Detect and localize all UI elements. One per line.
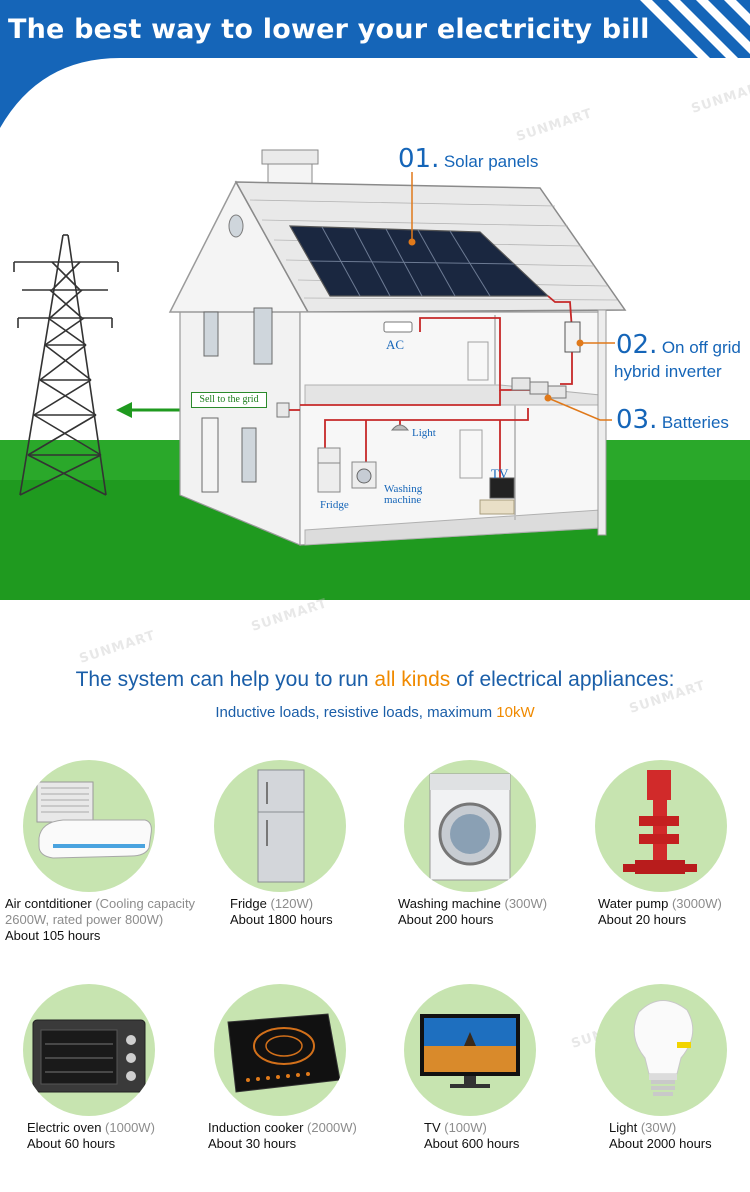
appliance-hours: About 105 hours (5, 928, 101, 943)
electric-oven-image (23, 984, 155, 1116)
appliance-electric-oven: Electric oven (1000W) About 60 hours (27, 1120, 197, 1152)
sell-to-grid-label: Sell to the grid (191, 392, 267, 408)
appliance-name: Water pump (598, 896, 669, 911)
appliance-name: Light (609, 1120, 638, 1135)
water-pump-icon (623, 770, 697, 874)
callout-inverter: 02. On off grid (616, 330, 741, 360)
label-fridge: Fridge (320, 499, 349, 511)
appliance-power: (2000W) (307, 1120, 357, 1135)
headline-accent: all kinds (374, 668, 451, 691)
appliance-hours: About 30 hours (208, 1136, 297, 1151)
electric-oven-icon (32, 1019, 146, 1093)
appliance-light: Light (30W) About 2000 hours (609, 1120, 749, 1152)
fridge-icon (257, 769, 305, 883)
solar-system-illustration (0, 0, 750, 600)
transmission-tower (13, 234, 119, 496)
appliance-power: (100W) (444, 1120, 487, 1135)
appliance-hours: About 600 hours (424, 1136, 520, 1151)
appliance-hours: About 20 hours (598, 912, 687, 927)
appliance-induction-cooker: Induction cooker (2000W) About 30 hours (208, 1120, 388, 1152)
appliance-name: Washing machine (398, 896, 501, 911)
subheadline: Inductive loads, resistive loads, maximu… (0, 704, 750, 721)
label-ac: AC (386, 337, 405, 352)
tv-icon (420, 1014, 520, 1088)
callout-solar-panels: 01. Solar panels (398, 144, 538, 174)
appliance-tv: TV (100W) About 600 hours (424, 1120, 574, 1152)
callout-inverter-line2: hybrid inverter (614, 362, 722, 381)
house (168, 149, 627, 546)
appliance-power: (30W) (640, 1120, 677, 1135)
appliance-power: (3000W) (671, 896, 722, 911)
appliance-hours: About 200 hours (398, 912, 494, 927)
appliance-water-pump: Water pump (3000W) About 20 hours (598, 896, 748, 928)
label-washing: Washing (384, 483, 423, 495)
appliance-hours: About 60 hours (27, 1136, 116, 1151)
callout-number: 03. (616, 405, 658, 435)
callout-text: Solar panels (443, 152, 539, 171)
page-title: The best way to lower your electricity b… (8, 14, 650, 45)
headline-text: The system can help you to run (75, 668, 375, 691)
subheadline-accent: 10kW (496, 704, 535, 721)
appliance-name: Fridge (230, 896, 267, 911)
appliance-name: Air contditioner (5, 896, 92, 911)
label-tv: TV (491, 466, 509, 481)
washing-machine-image (404, 760, 536, 892)
watermark: SUNMART (77, 628, 158, 667)
air-conditioner-image (23, 760, 155, 892)
induction-cooker-image (214, 984, 346, 1116)
subheadline-text: Inductive loads, resistive loads, maximu… (215, 704, 497, 721)
headline-text-end: of electrical appliances: (450, 668, 675, 691)
appliance-hours: About 1800 hours (230, 912, 333, 927)
header-band (0, 0, 750, 128)
appliance-power: (120W) (270, 896, 314, 911)
callout-text: Batteries (661, 413, 729, 432)
appliance-air-conditioner: Air contditioner (Cooling capacity 2600W… (5, 896, 205, 944)
tv-image (404, 984, 536, 1116)
appliance-fridge: Fridge (120W) About 1800 hours (230, 896, 400, 928)
callout-text: On off grid (661, 338, 741, 357)
appliance-power: (Cooling capacity (95, 896, 196, 911)
header-stripes (640, 0, 750, 110)
appliance-power: (300W) (504, 896, 548, 911)
solar-panels (288, 225, 550, 297)
washing-machine-icon (429, 773, 511, 881)
light-bulb-image (595, 984, 727, 1116)
light-bulb-icon (633, 1000, 694, 1096)
appliance-name: Electric oven (27, 1120, 102, 1135)
appliance-hours: About 2000 hours (609, 1136, 712, 1151)
callout-batteries: 03. Batteries (616, 405, 729, 435)
water-pump-image (595, 760, 727, 892)
headline: The system can help you to run all kinds… (0, 668, 750, 692)
appliance-power: (1000W) (105, 1120, 155, 1135)
appliance-power-detail: 2600W, rated power 800W) (5, 912, 164, 927)
fridge-image (214, 760, 346, 892)
appliance-name: TV (424, 1120, 441, 1135)
air-conditioner-icon (36, 781, 152, 859)
label-light: Light (412, 427, 436, 439)
appliance-name: Induction cooker (208, 1120, 304, 1135)
watermark: SUNMART (249, 596, 330, 635)
label-machine: machine (384, 494, 422, 506)
callout-number: 01. (398, 144, 440, 174)
induction-cooker-icon (227, 1013, 341, 1093)
appliance-washing-machine: Washing machine (300W) About 200 hours (398, 896, 588, 928)
callout-number: 02. (616, 330, 658, 360)
